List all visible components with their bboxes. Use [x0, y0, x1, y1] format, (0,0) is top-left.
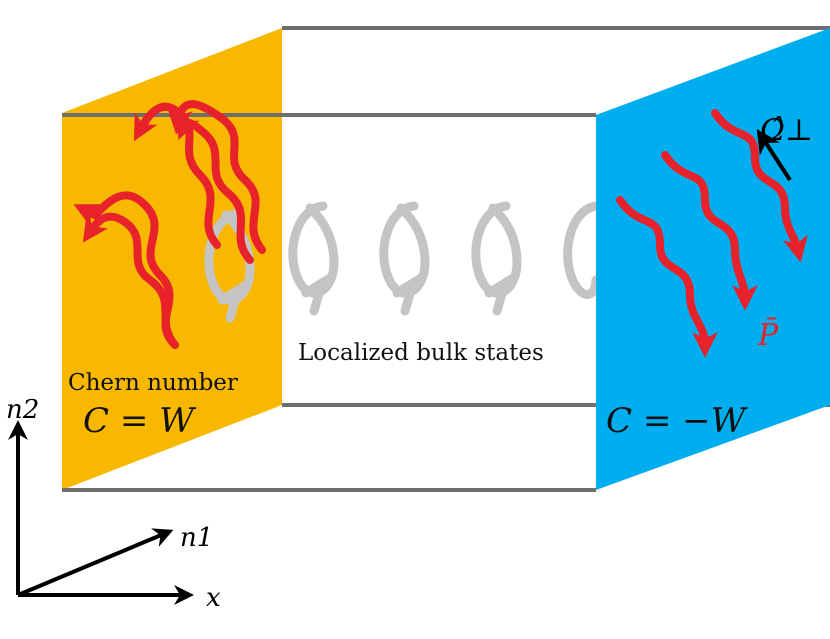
axis-x-label: x: [206, 583, 221, 613]
wavy-arrow-icon: [82, 212, 179, 349]
left-chern-value: C = W: [83, 401, 197, 441]
wavy-arrow-icon: [175, 111, 254, 264]
loop-arrow-icon: [288, 201, 339, 316]
axis-n2-label: n2: [6, 395, 39, 425]
bulk-states: [204, 201, 601, 323]
chern-number-label: Chern number: [68, 370, 238, 396]
axis-n1-label: n1: [180, 523, 213, 553]
omega-direction-arrow: [756, 128, 792, 182]
omega-label: Ω̂⊥: [759, 113, 813, 148]
p-bar-label: P̄: [757, 317, 779, 353]
left-edge-states: [73, 100, 266, 349]
loop-arrow-icon: [563, 201, 601, 299]
axis-n1-arrow: [17, 528, 174, 597]
right-edge-states: [616, 109, 808, 358]
loop-arrow-icon: [471, 201, 522, 316]
right-chern-value: C = −W: [606, 401, 749, 441]
wavy-arrow-icon: [167, 100, 266, 254]
wavy-arrow-icon: [616, 196, 718, 358]
left-face: [62, 28, 282, 490]
wavy-arrow-icon: [711, 109, 808, 263]
wavy-arrow-icon: [133, 102, 221, 249]
loop-arrow-icon: [379, 201, 430, 316]
bulk-states-label: Localized bulk states: [298, 340, 544, 366]
wavy-arrow-icon: [661, 151, 758, 311]
coordinate-axes: [8, 420, 194, 605]
